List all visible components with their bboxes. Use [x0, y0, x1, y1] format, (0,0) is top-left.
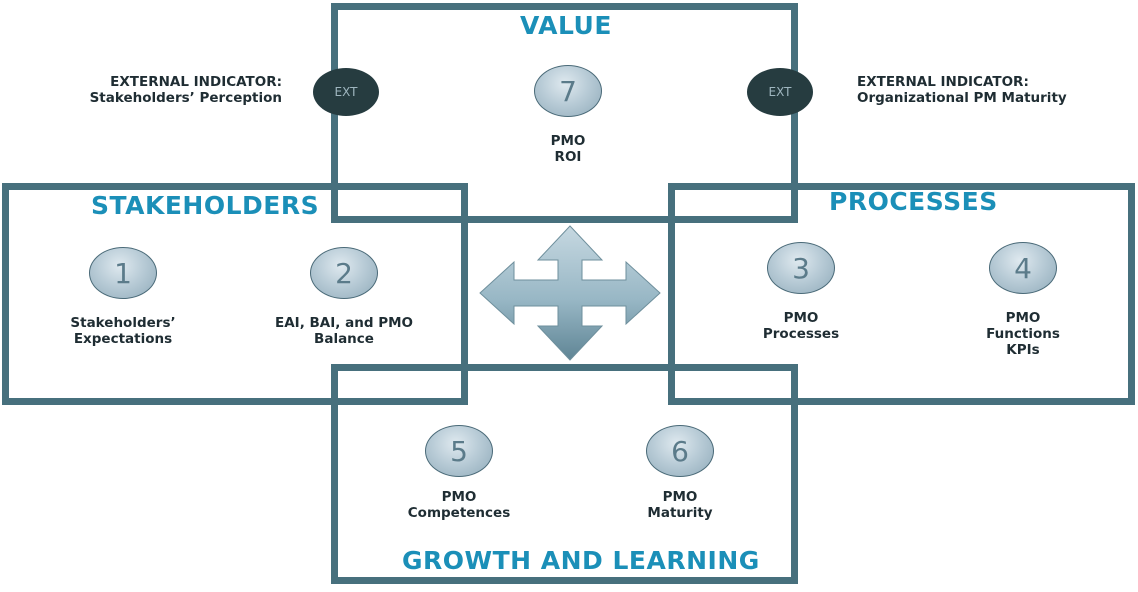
node-4-line1: PMO	[1005, 310, 1041, 326]
stakeholders-title: STAKEHOLDERS	[91, 191, 320, 220]
node-6-line2: Maturity	[647, 505, 713, 521]
external-indicator-right-heading: EXTERNAL INDICATOR:	[857, 74, 1029, 90]
node-1-label: Stakeholders’ Expectations	[70, 315, 175, 347]
node-1-line2: Expectations	[73, 331, 173, 347]
node-4-line2: Functions	[986, 326, 1060, 342]
node-1-line1: Stakeholders’	[70, 315, 176, 331]
node-5-label: PMO Competences	[408, 489, 510, 521]
node-7-line1: PMO	[550, 133, 586, 149]
node-2-circle: 2	[310, 247, 378, 299]
node-2-label: EAI, BAI, and PMO Balance	[275, 315, 413, 347]
node-5-line2: Competences	[407, 505, 511, 521]
node-3-line1: PMO	[783, 310, 819, 326]
processes-title: PROCESSES	[829, 187, 998, 216]
node-7-circle: 7	[534, 65, 602, 117]
node-6-label: PMO Maturity	[647, 489, 712, 521]
node-5-circle: 5	[425, 425, 493, 477]
node-4-label: PMO Functions KPIs	[986, 310, 1060, 358]
node-6-circle: 6	[646, 425, 714, 477]
node-3-label: PMO Processes	[763, 310, 839, 342]
node-1-circle: 1	[89, 247, 157, 299]
node-7-line2: ROI	[554, 149, 582, 165]
stakeholders-box	[2, 183, 468, 405]
node-3-circle: 3	[767, 242, 835, 294]
external-indicator-right-label: EXTERNAL INDICATOR: Organizational PM Ma…	[857, 74, 1067, 106]
external-indicator-right-text: Organizational PM Maturity	[857, 90, 1067, 106]
node-2-line2: Balance	[314, 331, 374, 347]
external-indicator-left-text: Stakeholders’ Perception	[89, 90, 282, 106]
node-4-circle: 4	[989, 242, 1057, 294]
node-6-line1: PMO	[662, 489, 698, 505]
external-indicator-right-badge: EXT	[747, 68, 813, 116]
value-title: VALUE	[520, 11, 612, 40]
four-way-arrow-icon	[479, 225, 661, 361]
external-indicator-left-label: EXTERNAL INDICATOR: Stakeholders’ Percep…	[90, 74, 282, 106]
processes-box	[668, 183, 1135, 405]
node-7-label: PMO ROI	[551, 133, 586, 165]
external-indicator-left-badge: EXT	[313, 68, 379, 116]
node-2-line1: EAI, BAI, and PMO	[275, 315, 413, 331]
node-4-line3: KPIs	[1006, 342, 1040, 358]
node-5-line1: PMO	[441, 489, 477, 505]
node-3-line2: Processes	[762, 326, 840, 342]
growth-box	[331, 364, 798, 584]
external-indicator-left-heading: EXTERNAL INDICATOR:	[110, 74, 282, 90]
growth-title: GROWTH AND LEARNING	[402, 546, 760, 575]
